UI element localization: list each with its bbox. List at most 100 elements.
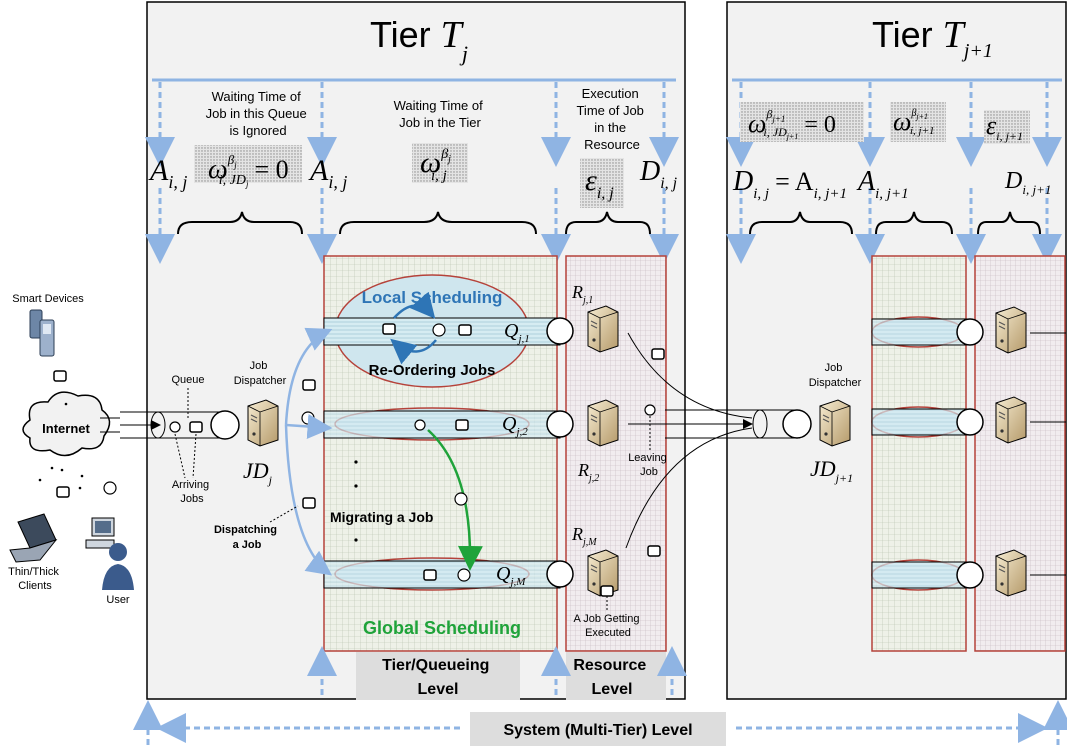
client-job-3 [103, 481, 117, 495]
queue-1-server-circle [546, 317, 574, 345]
formula-eps: εi, j [585, 164, 614, 202]
internet-cloud [22, 391, 111, 457]
next-resource-2-server [995, 396, 1027, 444]
dispatcher-jd-label: JDj [243, 458, 273, 487]
leaving-job-label: Leaving Job [628, 452, 670, 478]
next-resource-m-server [995, 549, 1027, 597]
job-q1-b [432, 323, 446, 337]
job-q2-a [414, 419, 426, 431]
formula-d-ij1: Di, j+1 [1004, 168, 1051, 197]
reorder-arrow-top [393, 291, 436, 319]
executing-job-label: A Job Getting Executed [573, 613, 642, 639]
next-resource-1-server [995, 306, 1027, 354]
formula-d-ij: Di, j [639, 156, 678, 192]
desktop-icon [85, 517, 115, 549]
migrating-arrow [427, 429, 483, 571]
formula-a-ij: Ai, j [148, 154, 187, 192]
arriving-label: Arriving Jobs [172, 479, 212, 505]
top-dashed-arrows [145, 82, 1062, 264]
arrival-queue [120, 411, 222, 439]
dispatcher-server [247, 399, 279, 447]
next-resource-exit-lines [1030, 332, 1066, 576]
job-q2-b [455, 419, 469, 431]
dispatching-label: Dispatching a Job [214, 524, 280, 551]
queue-2-server-circle [546, 410, 574, 438]
tier-level-bg [356, 652, 520, 700]
queue-label: Queue [171, 374, 204, 386]
curly-braces [177, 211, 1041, 235]
queue-2-label: Qj,2 [502, 413, 528, 438]
smart-devices-icon [29, 309, 55, 357]
omega-zero-box [194, 145, 302, 183]
job-dispatcher-label: Job Dispatcher [234, 360, 287, 387]
reorder-label: Re-Ordering Jobs [369, 362, 496, 379]
migrating-job [454, 492, 468, 506]
eps-box [580, 158, 624, 208]
next-dispatcher-server [819, 399, 851, 447]
tier-level-label: Tier/Queueing Level [382, 657, 494, 698]
internet-label: Internet [42, 421, 90, 436]
formula-a-ij-2: Ai, j [308, 154, 347, 192]
resource-to-next-tier-lines [625, 332, 753, 549]
formula-eps-next: εi, j+1 [986, 111, 1023, 143]
user-label: User [106, 594, 130, 606]
clients-label: Thin/Thick Clients [8, 566, 62, 592]
dispatch-job-bottom [302, 497, 316, 509]
executing-job [600, 585, 614, 597]
dispatch-job-mid [301, 411, 315, 425]
queue-1-label: Qj,1 [504, 320, 530, 345]
arriving-pointer-a [174, 433, 186, 479]
omega-box [412, 143, 468, 183]
omega-next-box [890, 102, 946, 142]
resource-1-label: Rj,1 [571, 282, 593, 306]
next-queues [871, 316, 984, 591]
migrating-label: Migrating a Job [330, 509, 433, 525]
next-dispatcher-label: Job Dispatcher [809, 362, 862, 389]
job-q1-c [458, 324, 472, 336]
job-q1-a [382, 323, 396, 335]
eps-next-box [984, 110, 1030, 144]
header-tier-wait: Waiting Time of Job in the Tier [394, 98, 487, 130]
job-exit-1 [651, 348, 665, 360]
arriving-job-b [189, 421, 203, 433]
global-scheduling-label: Global Scheduling [363, 618, 521, 638]
local-scheduling-label: Local Scheduling [362, 288, 503, 307]
system-level-label: System (Multi-Tier) Level [503, 722, 692, 739]
system-level-bg [470, 712, 726, 746]
resource-2-label: Rj,2 [577, 460, 599, 484]
client-job-2 [56, 486, 70, 498]
arriving-job-a [169, 421, 181, 433]
job-exit-m [647, 545, 661, 557]
smart-devices-label: Smart Devices [12, 293, 84, 305]
leaving-job [644, 404, 656, 416]
omega-next-zero-box [740, 102, 864, 142]
resource-2-server [587, 399, 619, 447]
tier-grid-j1 [871, 255, 967, 652]
resource-level-label: Resource Level [573, 657, 650, 698]
dispatch-job-top [302, 379, 316, 391]
dispatch-arrows [284, 327, 333, 576]
user-icon [102, 543, 134, 590]
queue-m [323, 560, 561, 589]
dispatcher-circle [210, 410, 240, 440]
dispatching-pointer [269, 505, 299, 523]
level-up-arrows [133, 646, 1067, 745]
resource-1-server [587, 305, 619, 353]
client-job-1 [53, 370, 67, 382]
header-exec: Execution Time of Job in the Resource [576, 86, 647, 152]
queue-m-label: Qj,M [496, 563, 526, 588]
resource-m-label: Rj,M [571, 524, 597, 548]
laptop-icon [9, 513, 58, 563]
reorder-arrow-bottom [390, 338, 437, 365]
header-ignored: Waiting Time of Job in this Queue is Ign… [206, 89, 311, 138]
scatter-dots [38, 402, 84, 490]
next-dispatcher-circle [782, 409, 812, 439]
job-qm-b [457, 568, 471, 582]
resource-level-bg [566, 652, 666, 700]
job-qm-a [423, 569, 437, 581]
